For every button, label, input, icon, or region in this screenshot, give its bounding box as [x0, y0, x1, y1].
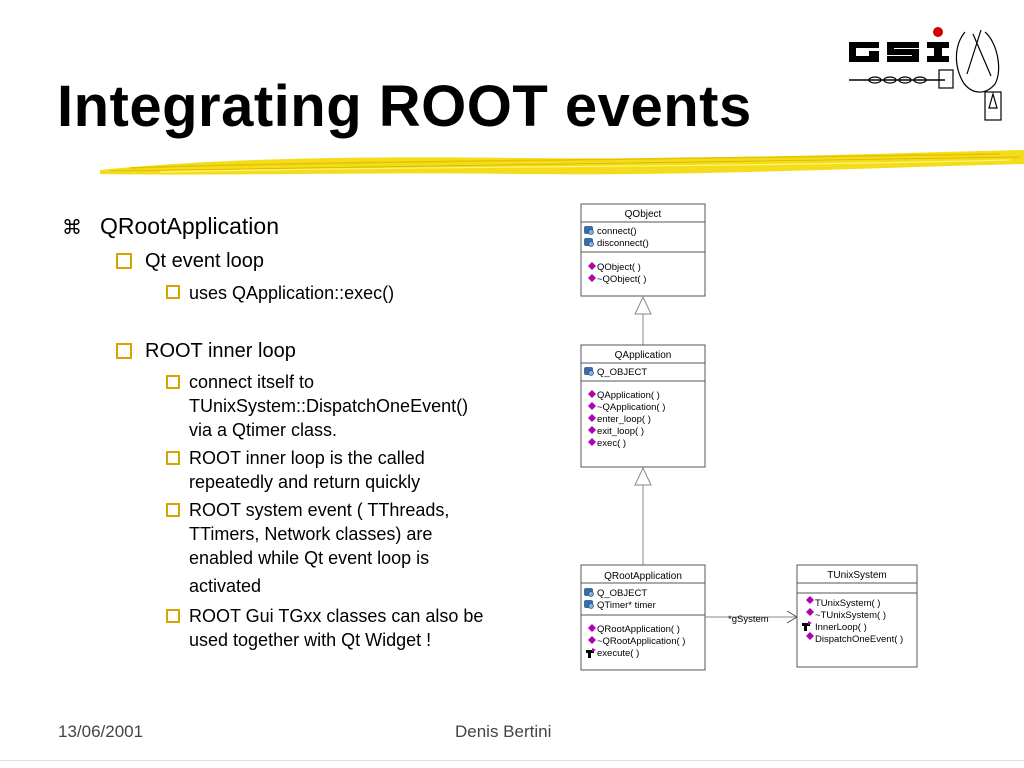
bullet-connect-line-2: TUnixSystem::DispatchOneEvent(): [189, 396, 469, 416]
checkbox-icon: [166, 451, 180, 465]
class-op: QObject( ): [597, 262, 641, 273]
class-op: execute( ): [597, 648, 639, 659]
inheritance-arrow-icon: [634, 466, 652, 486]
inheritance-arrow-icon: [634, 295, 652, 315]
class-name: QObject: [625, 209, 662, 220]
class-attr: Q_OBJECT: [597, 367, 647, 378]
bullet-called-line-1: ROOT inner loop is the called: [189, 448, 425, 468]
slide-title: Integrating ROOT events: [57, 74, 752, 139]
class-name: QApplication: [615, 350, 672, 361]
bullet-system-line-2: TTimers, Network classes) are: [189, 524, 433, 544]
uml-class-qapplication: QApplication Q_OBJECT QApplication( ) ~Q…: [580, 344, 706, 468]
class-name: QRootApplication: [604, 571, 682, 582]
footer-divider: [0, 760, 1024, 761]
gsi-logo: [849, 27, 1002, 121]
checkbox-icon: [116, 253, 132, 269]
class-op: TUnixSystem( ): [815, 598, 880, 609]
class-op: ~QObject( ): [597, 274, 646, 285]
bullet-called-line-2: repeatedly and return quickly: [189, 472, 421, 492]
class-op: QApplication( ): [597, 390, 660, 401]
class-attr: connect(): [597, 226, 637, 237]
checkbox-icon: [166, 609, 180, 623]
title-underline-stroke: [100, 150, 1024, 175]
bullet-activated: activated: [189, 576, 262, 596]
bullet-gui-line-1: ROOT Gui TGxx classes can also be: [189, 606, 484, 626]
class-attr: Q_OBJECT: [597, 588, 647, 599]
bullet-root-inner-loop: ROOT inner loop: [145, 340, 296, 362]
class-name: TUnixSystem: [827, 570, 886, 581]
bullet-system-line-1: ROOT system event ( TThreads,: [189, 500, 450, 520]
uml-class-qobject: QObject connect() disconnect() QObject( …: [580, 203, 706, 297]
checkbox-icon: [116, 343, 132, 359]
class-op: ~QRootApplication( ): [597, 636, 685, 647]
bullet-system-line-3: enabled while Qt event loop is: [189, 548, 430, 568]
bullet-connect-line-1: connect itself to: [189, 372, 315, 392]
class-op: ~TUnixSystem( ): [815, 610, 886, 621]
bullet-qapplication-exec: uses QApplication::exec(): [189, 283, 395, 303]
class-attr: disconnect(): [597, 238, 649, 249]
class-op: enter_loop( ): [597, 414, 651, 425]
bullet-connect-line-3: via a Qtimer class.: [189, 420, 338, 440]
bullet-gui-line-2: used together with Qt Widget !: [189, 630, 432, 650]
checkbox-icon: [166, 375, 180, 389]
checkbox-icon: [166, 285, 180, 299]
class-op: DispatchOneEvent( ): [815, 634, 903, 645]
bullet-qt-event-loop: Qt event loop: [145, 250, 264, 272]
bullet-qrootapplication: QRootApplication: [100, 213, 279, 239]
uml-class-diagram: QObject connect() disconnect() QObject( …: [580, 203, 918, 671]
association-label: *gSystem: [728, 614, 769, 625]
footer-date: 13/06/2001: [58, 722, 144, 741]
uml-class-qrootapplication: QRootApplication Q_OBJECT QTimer* timer …: [580, 564, 706, 671]
class-op: InnerLoop( ): [815, 622, 867, 633]
footer-author: Denis Bertini: [455, 722, 552, 741]
bullet-list: ⌘ QRootApplication Qt event loop uses QA…: [0, 0, 560, 700]
class-op: QRootApplication( ): [597, 624, 680, 635]
class-op: exit_loop( ): [597, 426, 644, 437]
uml-class-tunixsystem: TUnixSystem TUnixSystem( ) ~TUnixSystem(…: [796, 564, 918, 668]
command-key-icon: ⌘: [62, 217, 82, 239]
class-op: exec( ): [597, 438, 626, 449]
checkbox-icon: [166, 503, 180, 517]
class-op: ~QApplication( ): [597, 402, 665, 413]
class-attr: QTimer* timer: [597, 600, 656, 611]
